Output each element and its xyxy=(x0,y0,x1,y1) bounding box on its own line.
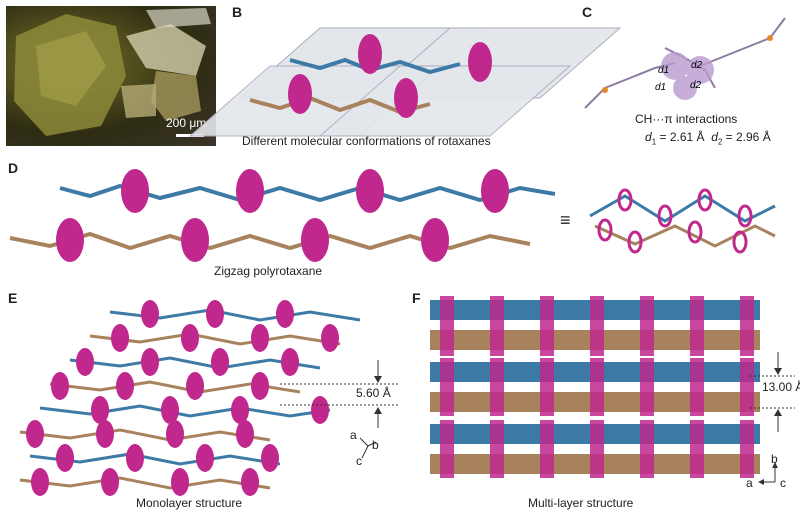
d2-mark-2: d2 xyxy=(690,80,702,91)
panel-f-diagram xyxy=(430,296,795,485)
d1-sub: 1 xyxy=(651,137,657,147)
axis-a-f: a xyxy=(746,476,753,490)
panel-c-diagram: d1 d2 d1 d2 xyxy=(584,17,786,109)
panel-e: 5.60 Å a b c xyxy=(0,292,410,502)
panel-b-diagram xyxy=(188,27,622,137)
panel-b-caption: Different molecular conformations of rot… xyxy=(242,134,491,148)
d1-symbol: d xyxy=(645,130,652,144)
panel-f: 13.00 Å b a c xyxy=(420,292,800,502)
d2-value: = 2.96 Å xyxy=(722,130,771,144)
d2-symbol: d xyxy=(711,130,718,144)
d2-mark-1: d2 xyxy=(691,60,703,71)
equivalence-symbol: ≡ xyxy=(560,210,571,230)
panel-f-spacing: 13.00 Å xyxy=(762,380,800,394)
d1-mark-2: d1 xyxy=(655,82,666,93)
panel-f-caption: Multi-layer structure xyxy=(528,496,634,510)
panel-e-diagram xyxy=(19,300,400,496)
axis-c-f: c xyxy=(780,476,786,490)
panel-c: d1 d2 d1 d2 CH···π interactions d1 = 2.6… xyxy=(575,8,800,156)
crystal-photo: 200 μm xyxy=(6,6,216,146)
panel-label-b: B xyxy=(232,4,243,20)
axis-c-e: c xyxy=(356,454,362,468)
panel-label-d: D xyxy=(8,160,19,176)
panel-d: ≡ xyxy=(0,166,800,286)
d1-value: = 2.61 Å xyxy=(656,130,705,144)
d1-mark-1: d1 xyxy=(658,65,669,76)
distance-values: d1 = 2.61 Å d2 = 2.96 Å xyxy=(645,130,771,146)
panel-e-caption: Monolayer structure xyxy=(136,496,243,510)
scale-bar-label: 200 μm xyxy=(166,116,207,130)
panel-e-spacing: 5.60 Å xyxy=(356,386,391,400)
axis-b-e: b xyxy=(372,438,379,452)
panel-b xyxy=(188,20,622,150)
crystal-shapes xyxy=(14,8,211,136)
d2-sub: 2 xyxy=(717,137,723,147)
panel-label-f: F xyxy=(412,290,421,306)
axis-b-f: b xyxy=(771,452,778,466)
panel-d-diagram xyxy=(9,169,776,262)
ch-pi-label: CH···π interactions xyxy=(635,112,738,126)
panel-d-caption: Zigzag polyrotaxane xyxy=(214,264,323,278)
panel-label-e: E xyxy=(8,290,18,306)
panel-label-c: C xyxy=(582,4,593,20)
axis-a-e: a xyxy=(350,428,357,442)
